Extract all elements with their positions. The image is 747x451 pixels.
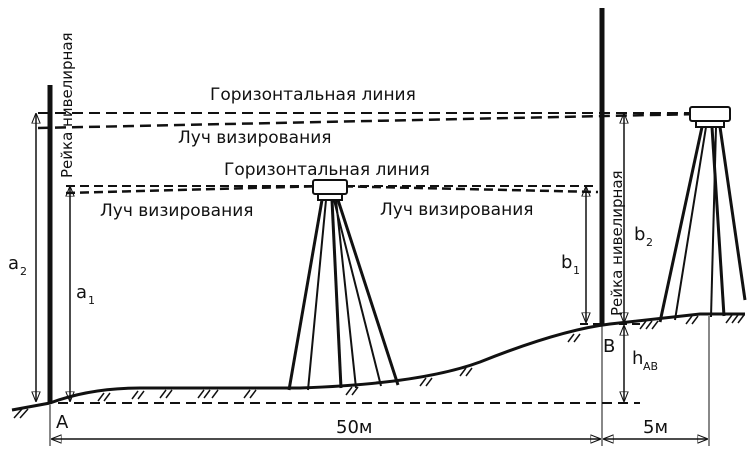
label-dist-50m: 50м (336, 417, 372, 438)
svg-text:a: a (8, 253, 19, 274)
svg-text:h: h (632, 348, 643, 369)
level-instrument-2 (658, 106, 747, 323)
label-staff-left: Рейка нивелирная (58, 32, 76, 178)
label-sight-ray-top: Луч визирования (178, 128, 331, 148)
svg-text:2: 2 (20, 265, 27, 278)
label-dist-5m: 5м (643, 417, 668, 438)
svg-text:2: 2 (646, 236, 653, 249)
label-sight-ray-left: Луч визирования (100, 201, 253, 221)
label-staff-right: Рейка нивелирная (608, 170, 626, 316)
ground-hatching (13, 314, 745, 419)
label-point-b: B (603, 336, 615, 357)
svg-text:1: 1 (573, 264, 580, 277)
sight-ray-top (37, 112, 701, 130)
label-b2: b 2 (634, 224, 653, 249)
svg-text:b: b (634, 224, 645, 245)
svg-text:1: 1 (88, 294, 95, 307)
svg-text:b: b (561, 252, 572, 273)
svg-text:AB: AB (643, 360, 658, 373)
label-a1: a 1 (76, 282, 95, 307)
label-b1: b 1 (561, 252, 580, 277)
label-horizontal-line-top: Горизонтальная линия (210, 85, 416, 105)
label-point-a: A (56, 412, 69, 433)
ground-profile (11, 312, 745, 412)
level-instrument-1 (287, 179, 400, 391)
label-a2: a 2 (8, 253, 27, 278)
label-sight-ray-right: Луч визирования (380, 200, 533, 220)
label-horizontal-line-mid: Горизонтальная линия (224, 160, 430, 180)
svg-text:a: a (76, 282, 87, 303)
sight-ray-right (329, 184, 599, 194)
label-hab: h AB (632, 348, 658, 373)
sight-ray-left (65, 184, 326, 195)
